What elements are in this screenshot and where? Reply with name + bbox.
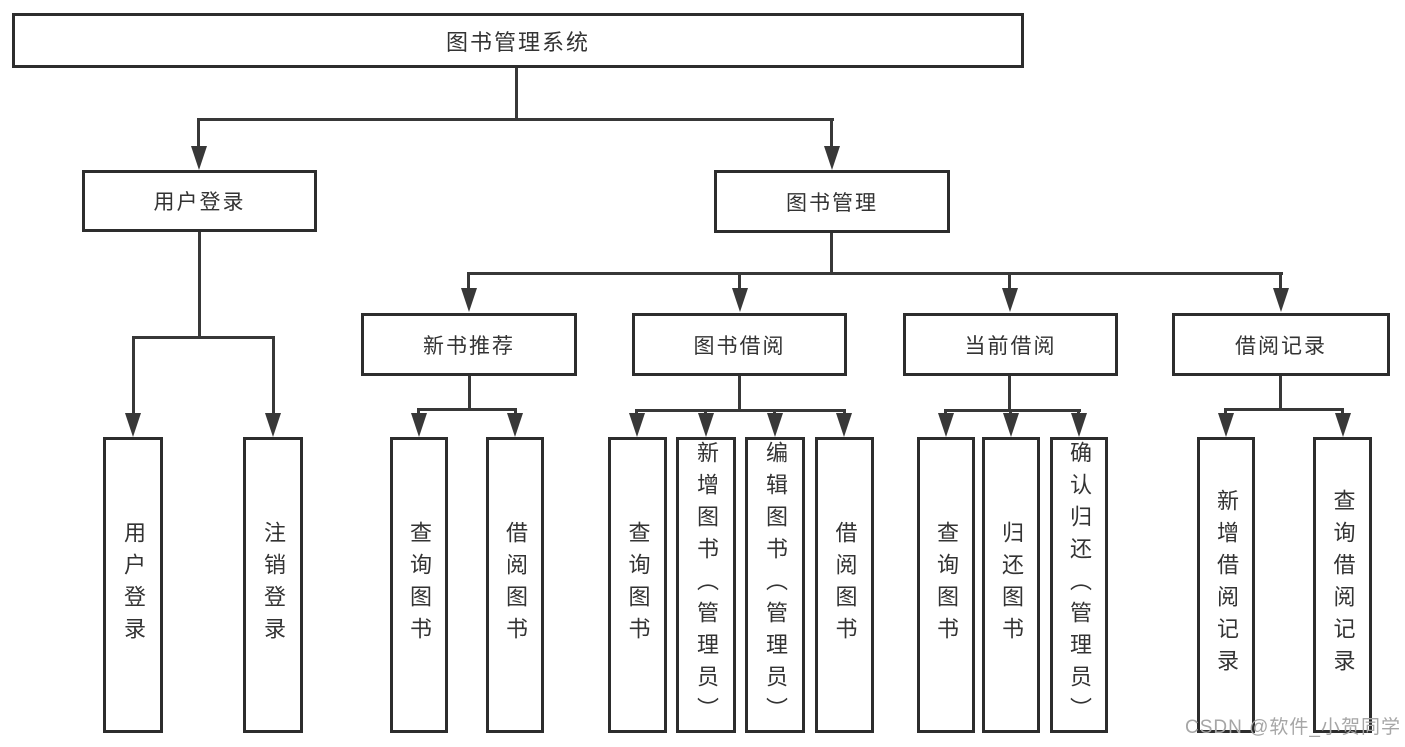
node-new-book-recommend: 新书推荐	[361, 313, 577, 376]
node-leaf-borrow-add-admin-label: 新增图书（管理员）	[694, 441, 719, 729]
connector-vline	[1279, 272, 1282, 290]
arrow-down-icon	[1335, 413, 1351, 437]
node-leaf-records-add-label: 新增借阅记录	[1214, 489, 1239, 681]
node-leaf-records-add: 新增借阅记录	[1197, 437, 1255, 733]
node-book-management: 图书管理	[714, 170, 950, 233]
connector-vline	[738, 376, 741, 409]
node-borrow-records: 借阅记录	[1172, 313, 1390, 376]
connector-hline	[944, 409, 1081, 412]
node-leaf-current-query-label: 查询图书	[934, 521, 959, 649]
node-book-borrow: 图书借阅	[632, 313, 847, 376]
node-leaf-logout-label: 注销登录	[261, 521, 286, 649]
arrow-down-icon	[767, 413, 783, 437]
arrow-down-icon	[1218, 413, 1234, 437]
node-new-book-recommend-label: 新书推荐	[423, 334, 515, 358]
connector-vline	[1008, 376, 1011, 409]
connector-vline	[830, 118, 833, 150]
arrow-down-icon	[1273, 288, 1289, 312]
node-leaf-newbooks-query-label: 查询图书	[407, 521, 432, 649]
node-leaf-user-login: 用户登录	[103, 437, 163, 733]
node-leaf-borrow-query-label: 查询图书	[625, 521, 651, 649]
node-book-borrow-label: 图书借阅	[693, 334, 786, 358]
node-leaf-records-query: 查询借阅记录	[1313, 437, 1372, 733]
connector-vline	[1279, 376, 1282, 408]
node-leaf-newbooks-query: 查询图书	[390, 437, 448, 733]
connector-hline	[197, 118, 834, 121]
node-current-borrow: 当前借阅	[903, 313, 1118, 376]
node-leaf-current-confirm-admin-label: 确认归还（管理员）	[1067, 441, 1092, 729]
node-leaf-newbooks-borrow-label: 借阅图书	[503, 521, 528, 649]
arrow-down-icon	[411, 413, 427, 437]
connector-vline	[515, 68, 518, 118]
node-leaf-borrow-add-admin: 新增图书（管理员）	[676, 437, 736, 733]
connector-vline	[468, 376, 471, 408]
connector-vline	[467, 272, 470, 290]
arrow-down-icon	[461, 288, 477, 312]
connector-hline	[417, 408, 517, 411]
arrow-down-icon	[698, 413, 714, 437]
connector-vline	[738, 272, 741, 290]
node-leaf-borrow-edit-admin: 编辑图书（管理员）	[745, 437, 805, 733]
node-leaf-records-query-label: 查询借阅记录	[1330, 489, 1356, 681]
connector-hline	[467, 272, 1283, 275]
node-user-login-label: 用户登录	[153, 191, 246, 214]
arrow-down-icon	[938, 413, 954, 437]
node-leaf-borrow-query: 查询图书	[608, 437, 667, 733]
connector-vline	[198, 232, 201, 336]
node-leaf-logout: 注销登录	[243, 437, 303, 733]
connector-hline	[1224, 408, 1344, 411]
node-root-label: 图书管理系统	[445, 29, 590, 55]
connector-vline	[197, 118, 200, 150]
node-leaf-current-confirm-admin: 确认归还（管理员）	[1050, 437, 1108, 733]
connector-hline	[635, 409, 846, 412]
node-borrow-records-label: 借阅记录	[1235, 334, 1327, 358]
node-leaf-current-return: 归还图书	[982, 437, 1040, 733]
node-leaf-borrow-edit-admin-label: 编辑图书（管理员）	[763, 441, 788, 729]
node-root: 图书管理系统	[12, 13, 1024, 68]
node-book-management-label: 图书管理	[786, 191, 878, 215]
arrow-down-icon	[507, 413, 523, 437]
arrow-down-icon	[836, 413, 852, 437]
node-user-login: 用户登录	[82, 170, 317, 232]
connector-hline	[132, 336, 275, 339]
arrow-down-icon	[125, 413, 141, 437]
node-leaf-current-query: 查询图书	[917, 437, 975, 733]
node-current-borrow-label: 当前借阅	[964, 334, 1057, 358]
arrow-down-icon	[191, 146, 207, 170]
arrow-down-icon	[1002, 288, 1018, 312]
connector-vline	[1008, 272, 1011, 290]
node-leaf-user-login-label: 用户登录	[121, 521, 146, 649]
arrow-down-icon	[265, 413, 281, 437]
connector-vline	[830, 233, 833, 272]
arrow-down-icon	[824, 146, 840, 170]
arrow-down-icon	[629, 413, 645, 437]
csdn-watermark: CSDN @软件_小贺同学	[1185, 717, 1401, 738]
arrow-down-icon	[1071, 413, 1087, 437]
node-leaf-current-return-label: 归还图书	[999, 521, 1024, 649]
node-leaf-newbooks-borrow: 借阅图书	[486, 437, 544, 733]
arrow-down-icon	[1003, 413, 1019, 437]
node-leaf-borrow-borrow: 借阅图书	[815, 437, 874, 733]
connector-vline	[272, 336, 275, 415]
node-leaf-borrow-borrow-label: 借阅图书	[832, 521, 858, 649]
connector-vline	[132, 336, 135, 415]
arrow-down-icon	[732, 288, 748, 312]
